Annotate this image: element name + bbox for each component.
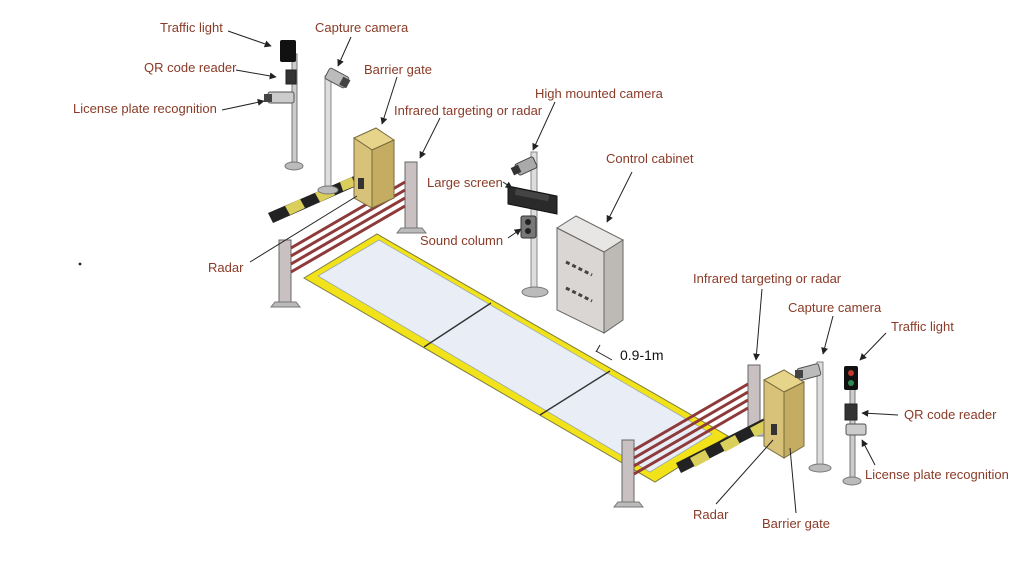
dimension-label: 0.9-1m bbox=[620, 347, 664, 363]
label-infrared-right: Infrared targeting or radar bbox=[693, 271, 842, 286]
label-capture-camera-top: Capture camera bbox=[315, 20, 409, 35]
label-radar-right: Radar bbox=[693, 507, 729, 522]
label-sound-column: Sound column bbox=[420, 233, 504, 248]
label-capture-camera-right: Capture camera bbox=[788, 300, 882, 315]
dimension-marker bbox=[595, 344, 613, 361]
label-barrier-gate-top: Barrier gate bbox=[364, 62, 432, 77]
capture-camera-pole-left bbox=[317, 67, 351, 195]
traffic-light-pole-right bbox=[842, 366, 867, 486]
label-traffic-light-top: Traffic light bbox=[160, 20, 223, 35]
stray-dot bbox=[78, 262, 82, 266]
label-infrared-top: Infrared targeting or radar bbox=[394, 103, 543, 118]
label-qr-reader-top: QR code reader bbox=[144, 60, 237, 75]
central-equipment-pole bbox=[507, 151, 558, 298]
label-barrier-gate-bottom: Barrier gate bbox=[762, 516, 830, 531]
label-large-screen: Large screen bbox=[427, 175, 503, 190]
label-high-camera: High mounted camera bbox=[535, 86, 663, 101]
weighing-platform bbox=[303, 233, 729, 483]
capture-camera-pole-right bbox=[795, 361, 832, 473]
label-radar-left: Radar bbox=[208, 260, 244, 275]
label-qr-reader-right: QR code reader bbox=[904, 407, 997, 422]
label-control-cabinet: Control cabinet bbox=[606, 151, 694, 166]
label-lpr-top: License plate recognition bbox=[73, 101, 217, 116]
barrier-gate-right bbox=[676, 369, 806, 473]
label-lpr-right: License plate recognition bbox=[865, 467, 1009, 482]
barrier-gate-left bbox=[268, 127, 396, 223]
leader-lines bbox=[221, 30, 899, 514]
control-cabinet bbox=[555, 215, 625, 334]
traffic-light-pole-left bbox=[264, 40, 304, 171]
label-traffic-light-right: Traffic light bbox=[891, 319, 954, 334]
